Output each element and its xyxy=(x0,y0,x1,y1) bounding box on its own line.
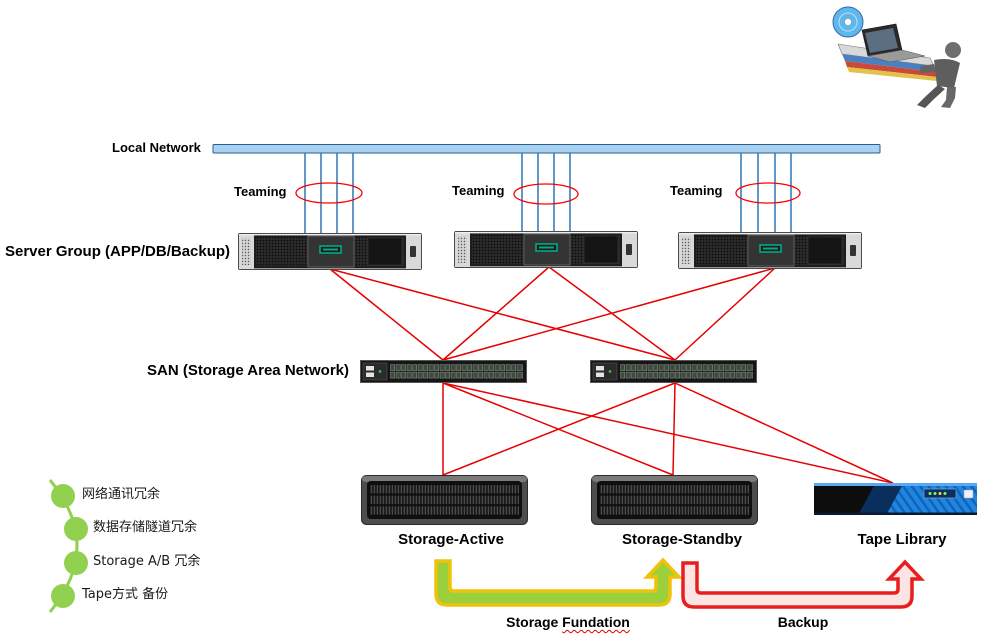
san-label: SAN (Storage Area Network) xyxy=(147,362,349,379)
teaming-links-server-2 xyxy=(513,153,579,231)
legend-dot xyxy=(64,551,88,575)
teaming-ring xyxy=(735,182,801,204)
storage-standby-array xyxy=(591,475,758,525)
backup-arrow xyxy=(681,559,926,609)
storage-active-label: Storage-Active xyxy=(398,531,504,548)
legend-item-storage-ab: Storage A/B 冗余 xyxy=(93,554,201,569)
redundancy-legend xyxy=(48,479,88,613)
legend-item-tape-backup: Tape方式 备份 xyxy=(82,587,169,602)
tape-library-label: Tape Library xyxy=(857,531,947,548)
san-link xyxy=(442,267,776,361)
server-2 xyxy=(454,231,638,268)
teaming-ring xyxy=(513,183,579,205)
server-3 xyxy=(678,232,862,269)
teaming-ring xyxy=(295,182,363,204)
teaming-label-1: Teaming xyxy=(234,184,287,199)
storage-foundation-word-2: Fundation xyxy=(562,614,630,630)
legend-dot xyxy=(51,584,75,608)
san-link xyxy=(329,268,676,361)
server-san-links xyxy=(329,266,776,361)
san-link xyxy=(442,382,894,484)
storage-foundation-label: Storage Fundation xyxy=(506,615,630,629)
legend-item-network: 网络通讯冗余 xyxy=(82,487,161,502)
local-network-bus xyxy=(212,144,881,154)
san-link xyxy=(442,382,676,476)
legend-dot xyxy=(51,484,75,508)
legend-item-storage-path: 数据存储隧道冗余 xyxy=(93,520,198,535)
person-carrying-computers-icon xyxy=(832,6,961,108)
storage-foundation-arrow xyxy=(434,557,684,607)
tape-library-device xyxy=(814,483,977,515)
local-network-label: Local Network xyxy=(112,140,201,155)
server-group-label: Server Group (APP/DB/Backup) xyxy=(5,243,231,260)
teaming-links-server-3 xyxy=(735,153,801,232)
san-link xyxy=(674,267,776,361)
san-link xyxy=(442,266,550,361)
san-switch-1 xyxy=(360,360,527,383)
storage-standby-label: Storage-Standby xyxy=(621,531,743,548)
backup-label: Backup xyxy=(777,614,829,630)
san-link xyxy=(674,382,894,484)
san-link xyxy=(672,382,676,476)
storage-foundation-word-1: Storage xyxy=(506,614,559,630)
teaming-label-3: Teaming xyxy=(670,183,723,198)
san-link xyxy=(329,268,444,361)
storage-active-array xyxy=(361,475,528,525)
teaming-links-server-1 xyxy=(295,153,363,233)
teaming-label-2: Teaming xyxy=(452,183,505,198)
san-switch-2 xyxy=(590,360,757,383)
legend-dot xyxy=(64,517,88,541)
san-storage-links xyxy=(442,382,894,484)
server-1 xyxy=(238,233,422,270)
